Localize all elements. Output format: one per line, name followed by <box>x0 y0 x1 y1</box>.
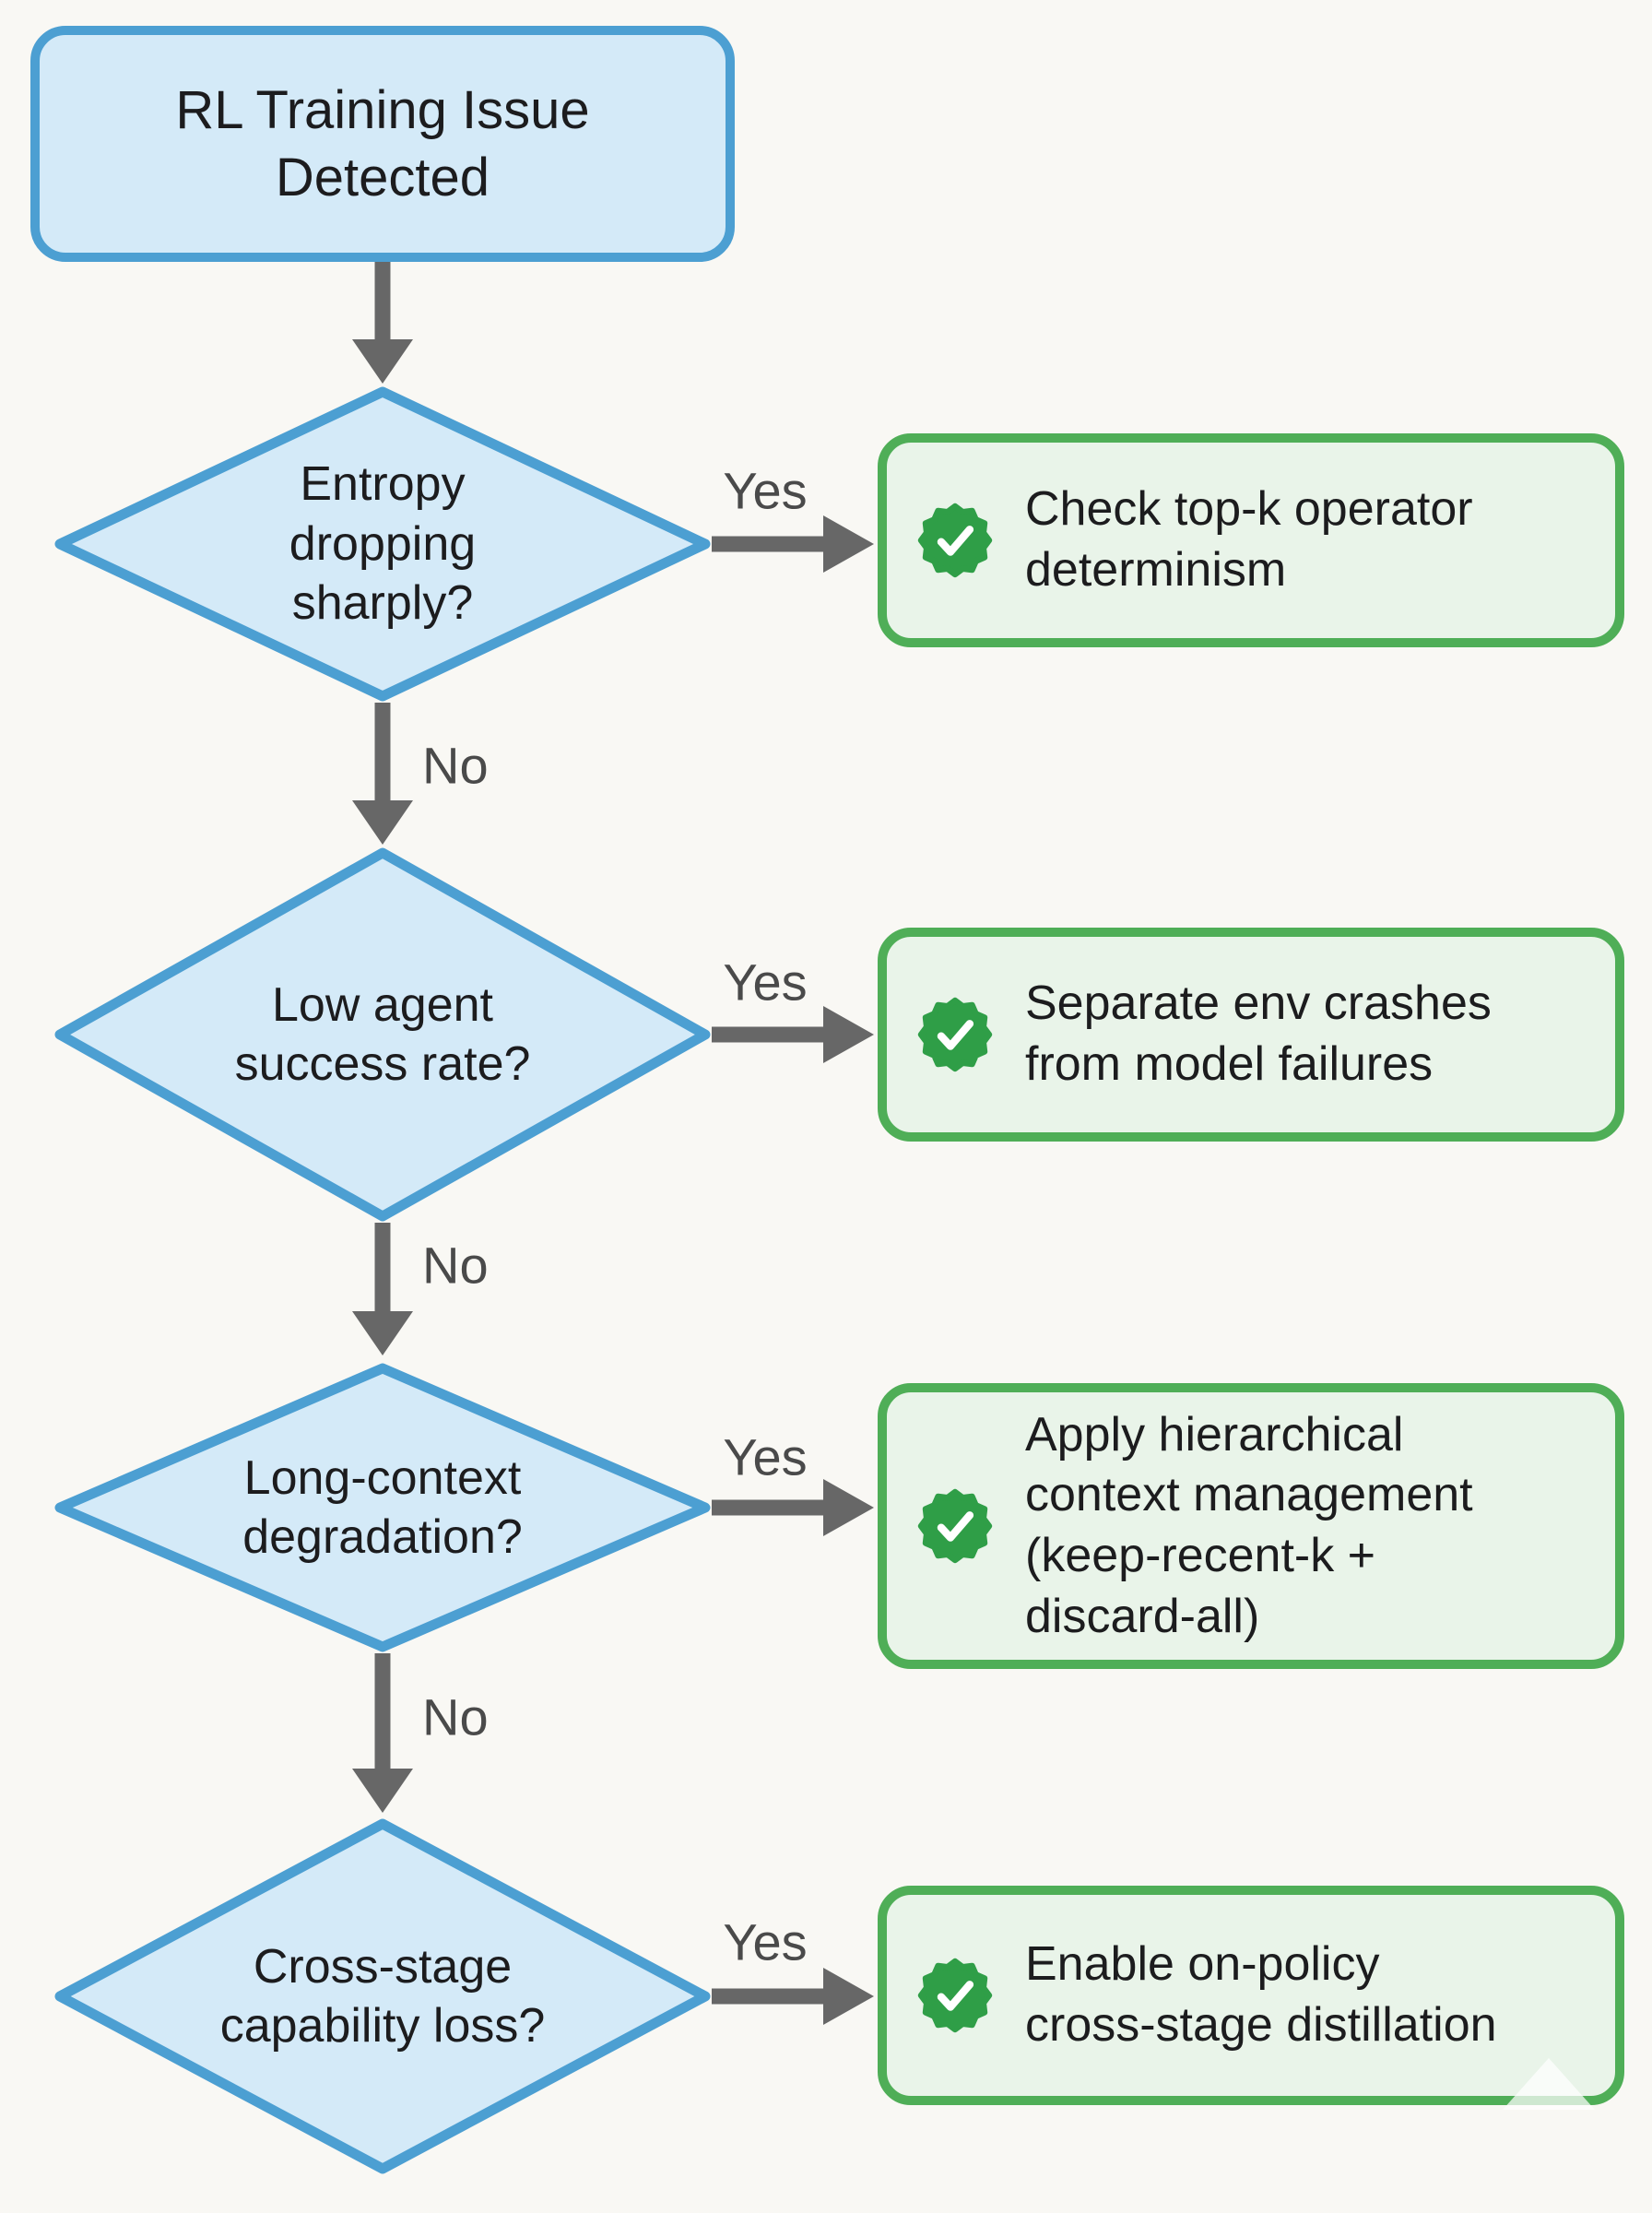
action-node-topk: Check top-k operator determinism <box>878 433 1624 647</box>
check-badge-icon <box>917 997 993 1072</box>
arrow-down-start <box>352 262 413 384</box>
check-badge-icon <box>917 1488 993 1564</box>
decision-node-entropy: Entropy dropping sharply? <box>53 385 712 703</box>
decision-label: Long-context degradation? <box>242 1450 523 1564</box>
diamond-shape <box>54 1363 711 1652</box>
watermark-triangle <box>1503 2058 1595 2110</box>
start-node: RL Training Issue Detected <box>30 26 735 262</box>
arrow-no-2 <box>352 1223 413 1355</box>
action-node-env-crashes: Separate env crashes from model failures <box>878 928 1624 1142</box>
action-label: Apply hierarchical context management (k… <box>1025 1407 1473 1643</box>
action-node-distillation: Enable on-policy cross-stage distillatio… <box>878 1886 1624 2105</box>
arrow-yes-1 <box>712 515 874 573</box>
decision-node-long-context: Long-context degradation? <box>53 1362 712 1653</box>
decision-label: Entropy dropping sharply? <box>289 457 477 631</box>
edge-label-yes-1: Yes <box>723 461 808 520</box>
arrow-no-1 <box>352 703 413 845</box>
arrow-no-3 <box>352 1653 413 1813</box>
edge-label-no-3: No <box>422 1687 489 1746</box>
arrow-yes-2 <box>712 1006 874 1063</box>
decision-label: Low agent success rate? <box>234 977 531 1091</box>
decision-label: Cross-stage capability loss? <box>219 1939 546 2053</box>
diamond-shape <box>54 847 711 1222</box>
diamond-shape <box>54 1818 711 2174</box>
edge-label-no-1: No <box>422 736 489 795</box>
action-label: Check top-k operator determinism <box>1025 482 1473 597</box>
diamond-shape <box>54 386 711 702</box>
edge-label-yes-4: Yes <box>723 1912 808 1971</box>
edge-label-yes-2: Yes <box>723 953 808 1012</box>
decision-node-success-rate: Low agent success rate? <box>53 846 712 1223</box>
decision-node-cross-stage: Cross-stage capability loss? <box>53 1817 712 2175</box>
action-label: Separate env crashes from model failures <box>1025 976 1492 1091</box>
start-node-label: RL Training Issue Detected <box>175 79 590 207</box>
edge-label-no-2: No <box>422 1236 489 1295</box>
arrow-yes-4 <box>712 1968 874 2025</box>
action-label: Enable on-policy cross-stage distillatio… <box>1025 1937 1497 2052</box>
check-badge-icon <box>917 503 993 578</box>
edge-label-yes-3: Yes <box>723 1427 808 1486</box>
arrow-yes-3 <box>712 1479 874 1536</box>
action-node-context-management: Apply hierarchical context management (k… <box>878 1383 1624 1669</box>
check-badge-icon <box>917 1958 993 2033</box>
